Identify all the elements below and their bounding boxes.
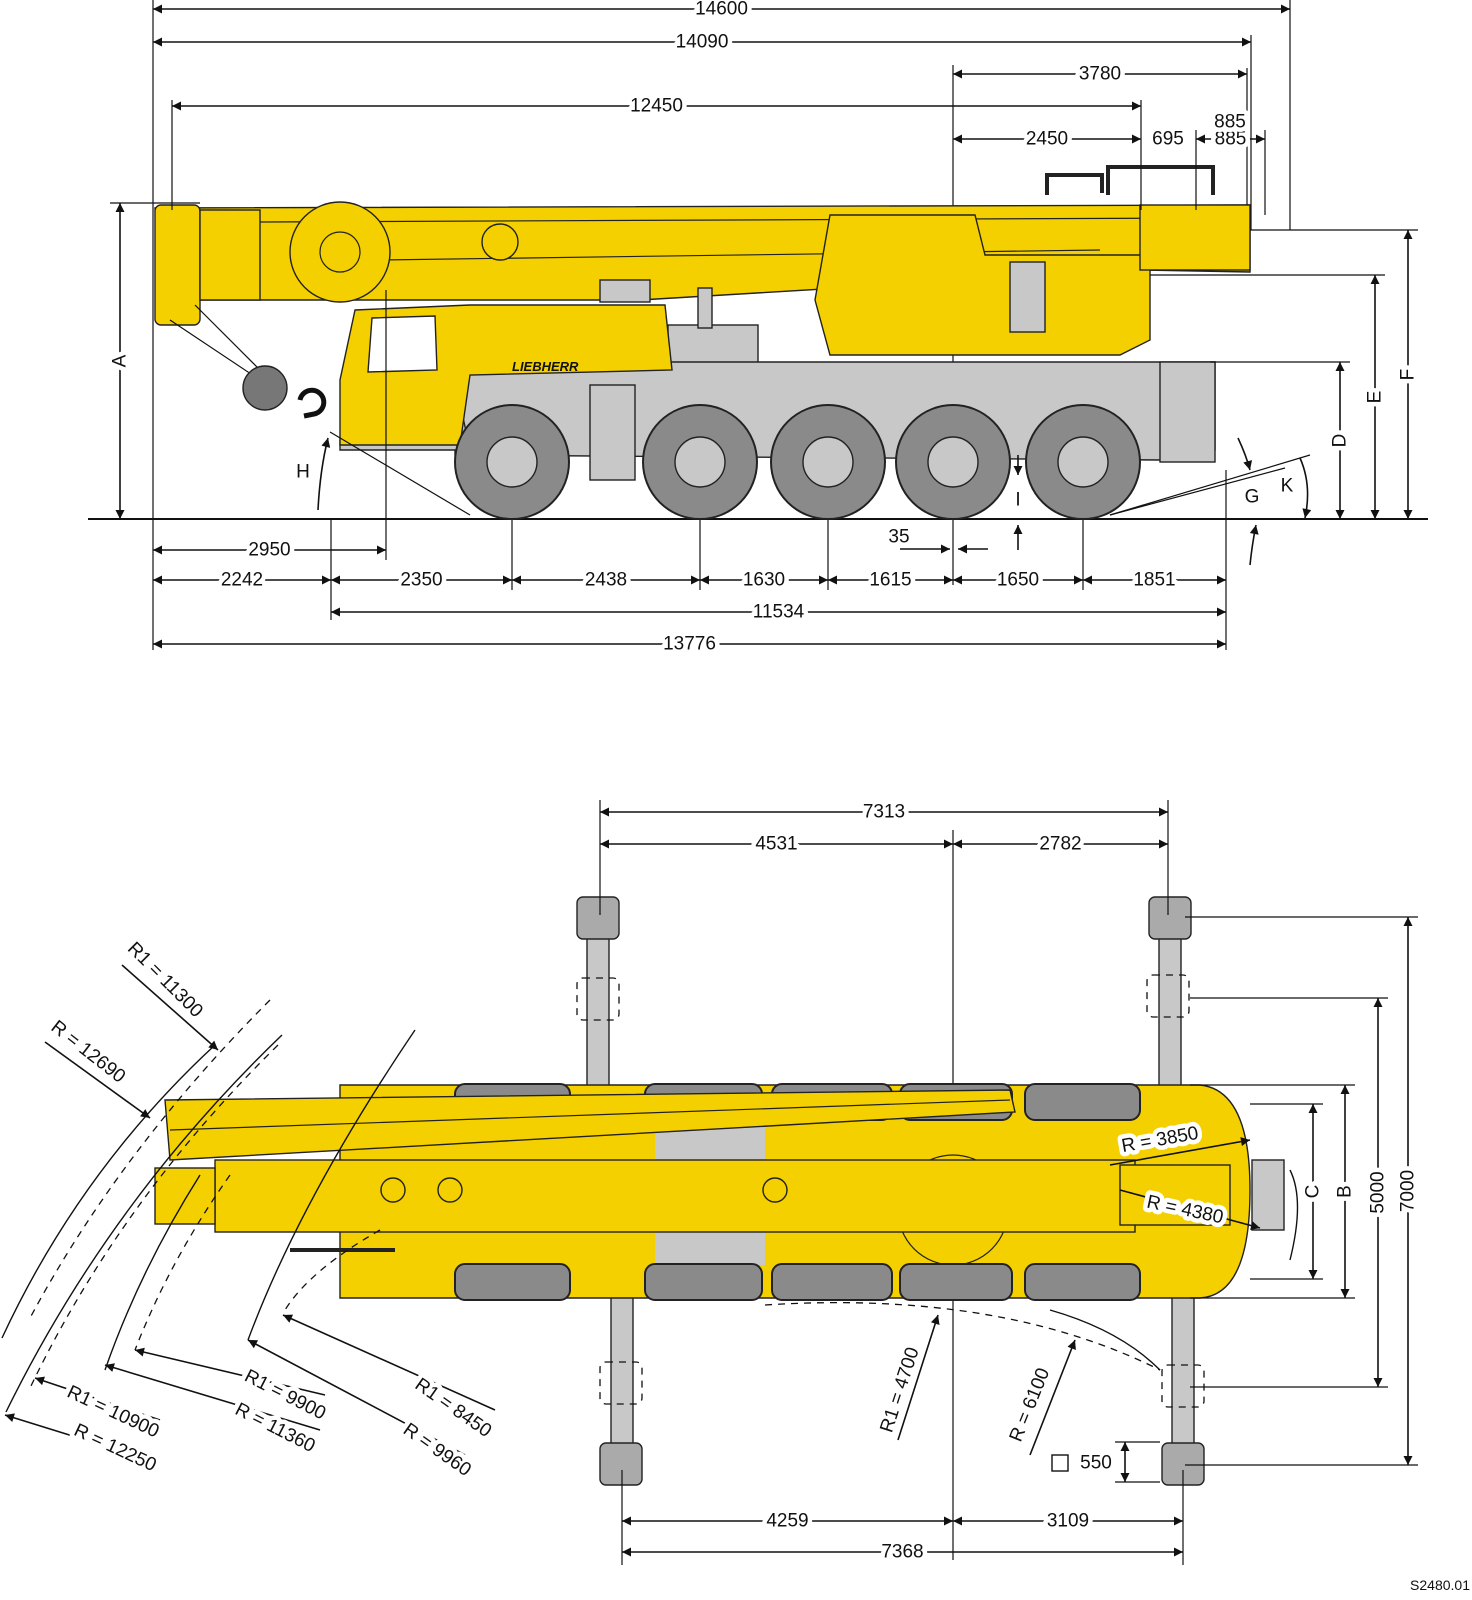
tire: [1024, 1263, 1141, 1301]
dimension-label: 11534: [753, 602, 805, 623]
radius-leader: [104, 1363, 321, 1431]
dimension-label: 1630: [743, 570, 785, 591]
height-label: A: [110, 354, 131, 367]
winch-drum: [289, 201, 391, 303]
dimension-label: 1851: [1133, 570, 1175, 591]
height-label: E: [1365, 391, 1386, 404]
dimension-label: 885: [1214, 112, 1246, 133]
tire: [771, 1263, 893, 1301]
brand-logo: LIEBHERR: [512, 359, 579, 374]
hook-block: [169, 304, 327, 419]
dimension-label: 695: [1152, 129, 1184, 150]
dimension-label: 4259: [766, 1511, 808, 1532]
dimension-label: 1650: [997, 570, 1039, 591]
dimension-label: 7368: [881, 1542, 923, 1563]
pad-size-square-icon: [1051, 1454, 1069, 1472]
swing-radius-arcs: [1, 999, 1299, 1413]
dimension-label: 35: [888, 527, 909, 548]
tire: [644, 1263, 763, 1301]
dimension-label: 2242: [221, 570, 263, 591]
radius-label: R = 9960: [399, 1419, 475, 1481]
dimension-label: 12450: [630, 96, 683, 117]
radius-line: [1109, 1137, 1251, 1166]
radius-label: R = 6100: [1006, 1365, 1055, 1445]
wheels: [454, 404, 1141, 520]
height-label: D: [1330, 434, 1351, 448]
dimension-label: 885: [1215, 129, 1247, 150]
radius-leader: [897, 1314, 940, 1441]
angle-label: K: [1281, 476, 1294, 497]
angle-label: H: [296, 462, 310, 483]
radius-leader: [34, 1376, 161, 1421]
radius-leader: [1029, 1339, 1076, 1456]
dimension-label: 2350: [400, 570, 442, 591]
wheel-hub: [802, 436, 854, 488]
tire: [1024, 1083, 1141, 1121]
tire: [899, 1263, 1013, 1301]
width-label: C: [1303, 1185, 1324, 1199]
width-label: 7000: [1398, 1170, 1419, 1212]
outrigger-pad: [576, 896, 620, 940]
radius-leader: [4, 1413, 151, 1461]
dimension-label: 2950: [248, 540, 290, 561]
width-label: B: [1335, 1185, 1356, 1198]
dimension-label: 3109: [1047, 1511, 1089, 1532]
width-label: 5000: [1368, 1171, 1389, 1213]
radius-label: R1 = 4700: [876, 1345, 923, 1435]
outrigger-pad: [1148, 896, 1192, 940]
radius-leader: [121, 964, 219, 1051]
dimension-label: 2782: [1039, 834, 1081, 855]
boom-plan: [154, 1089, 1285, 1252]
radius-leader: [134, 1347, 326, 1396]
dimension-label: 13776: [663, 634, 716, 655]
drivers-cab: LIEBHERR: [339, 304, 673, 446]
dimension-label: 2450: [1026, 129, 1068, 150]
dimension-label: 1615: [869, 570, 911, 591]
dimension-label: 3780: [1079, 64, 1121, 85]
pad-size-label: 550: [1080, 1453, 1112, 1474]
outriggers: [576, 896, 1205, 1486]
angle-label: I: [1015, 490, 1020, 511]
tire: [454, 1263, 571, 1301]
dimension-label: 7313: [863, 802, 905, 823]
telescopic-boom: [154, 201, 1251, 326]
dimension-label: 2438: [585, 570, 627, 591]
height-label: F: [1398, 369, 1419, 381]
dimension-lines: [4, 0, 1418, 1565]
outrigger-pad: [599, 1442, 643, 1486]
dimension-label: 14600: [695, 0, 748, 20]
radius-leader: [282, 1314, 496, 1411]
dimension-label: 14090: [676, 32, 729, 53]
wheel-hub: [927, 436, 979, 488]
side-view: LIEBHERR: [88, 65, 1428, 585]
radius-line: [1119, 1189, 1261, 1230]
superstructure: [667, 165, 1251, 364]
plan-view: [1, 830, 1299, 1560]
radius-label: R1 = 11300: [123, 938, 207, 1022]
angle-label: G: [1245, 487, 1260, 508]
dimension-label: 4531: [755, 834, 797, 855]
wheel-hub: [1057, 436, 1109, 488]
wheel-hub: [674, 436, 726, 488]
drawing-code: S2480.01: [1410, 1577, 1470, 1593]
radius-leader: [247, 1339, 466, 1456]
wheel-hub: [486, 436, 538, 488]
radius-leader: [44, 1041, 151, 1119]
